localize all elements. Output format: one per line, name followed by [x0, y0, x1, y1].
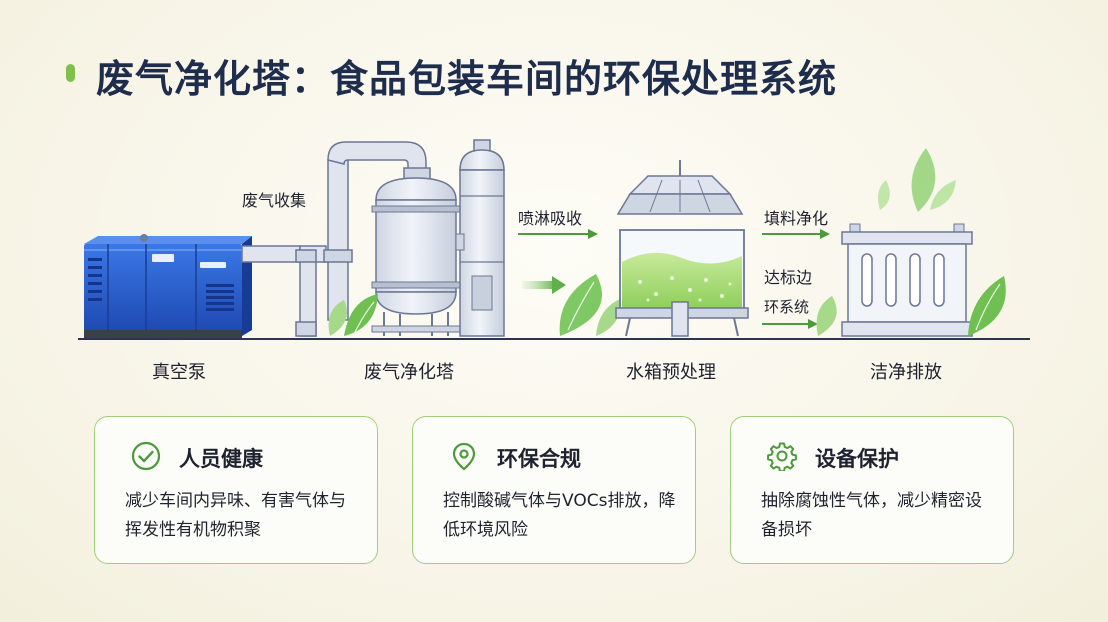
label-spray-absorption: 喷淋吸收	[518, 209, 583, 228]
stage-label-clean-discharge: 洁净排放	[870, 362, 942, 383]
label-waste-gas-collection: 废气收集	[242, 191, 307, 210]
arrow-standard	[762, 319, 818, 329]
arrow-big-green	[522, 276, 566, 294]
gas-pipe	[241, 141, 427, 337]
leaf-decoration-right	[816, 276, 1006, 336]
stage-label-water-pretreatment: 水箱预处理	[626, 362, 716, 383]
leaf-decoration-left	[328, 294, 378, 336]
clean-discharge-unit	[841, 148, 973, 337]
card-body-compliance: 控制酸碱气体与VOCs排放，降低环境风险	[443, 491, 676, 540]
scrubber-tower-secondary	[455, 139, 505, 337]
location-pin-icon	[452, 442, 476, 471]
label-standard-line-1: 达标边	[764, 268, 813, 287]
card-title-compliance: 环保合规	[497, 447, 581, 471]
card-title-health: 人员健康	[179, 447, 263, 471]
label-filler-purification: 填料净化	[764, 209, 829, 228]
check-circle-icon	[131, 441, 161, 471]
label-standard-line-2: 环系统	[764, 298, 810, 316]
card-body-health: 减少车间内异味、有害气体与挥发性有机物积聚	[125, 491, 346, 540]
vacuum-pump-illustration	[84, 234, 252, 338]
page-title: 废气净化塔：食品包装车间的环保处理系统	[96, 57, 838, 101]
card-title-equipment: 设备保护	[815, 447, 899, 471]
leaf-decoration-middle	[559, 274, 622, 336]
stage-label-vacuum-pump: 真空泵	[152, 362, 206, 383]
arrow-filler	[762, 229, 830, 239]
benefit-card-compliance: 环保合规 控制酸碱气体与VOCs排放，降低环境风险	[412, 416, 696, 564]
leaf-sprout	[878, 148, 956, 212]
card-body-equipment: 抽除腐蚀性气体，减少精密设备损坏	[761, 491, 982, 540]
arrow-spray	[518, 229, 598, 239]
water-tank-illustration	[615, 160, 749, 337]
scrubber-tower-main	[371, 167, 461, 336]
stage-label-scrubber-tower: 废气净化塔	[364, 362, 454, 383]
benefit-card-health: 人员健康 减少车间内异味、有害气体与挥发性有机物积聚	[94, 416, 378, 564]
title-accent-mark	[66, 64, 75, 82]
benefit-card-equipment: 设备保护 抽除腐蚀性气体，减少精密设备损坏	[730, 416, 1014, 564]
gear-icon	[767, 442, 797, 471]
